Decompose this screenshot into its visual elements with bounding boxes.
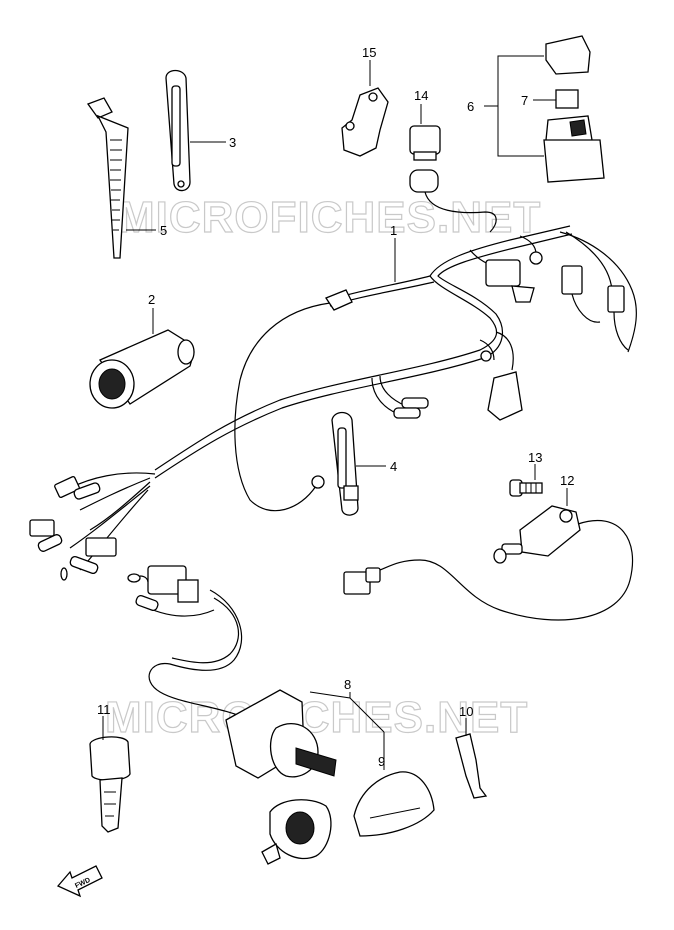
callout-6: 6 (467, 99, 474, 114)
callout-5: 5 (160, 223, 167, 238)
watermark-bottom: MICROFICHES.NET (105, 693, 528, 742)
part-6-relay[interactable] (543, 35, 605, 183)
callout-14: 14 (414, 88, 428, 103)
part-2-boot[interactable] (89, 329, 195, 409)
callout-15: 15 (362, 45, 376, 60)
part-3-strap[interactable] (165, 69, 191, 192)
part-11-key[interactable] (89, 736, 131, 833)
callout-11: 11 (97, 702, 111, 717)
part-15-bracket[interactable] (341, 87, 389, 157)
watermark-top: MICROFICHES.NET (118, 193, 541, 242)
part-14-connector[interactable] (409, 125, 497, 233)
callout-8: 8 (344, 677, 351, 692)
part-4-clamp[interactable] (331, 411, 359, 516)
callout-10: 10 (459, 704, 473, 719)
callout-1: 1 (390, 223, 397, 238)
fwd-arrow-icon: FWD (56, 865, 103, 898)
part-8-ignition-switch[interactable] (127, 565, 337, 865)
callout-7: 7 (521, 93, 528, 108)
part-12-switch[interactable] (343, 505, 634, 621)
part-10-plate[interactable] (455, 733, 488, 799)
callout-2: 2 (148, 292, 155, 307)
part-1-wiring-harness[interactable] (29, 225, 637, 581)
callout-12: 12 (560, 473, 574, 488)
callout-13: 13 (528, 450, 542, 465)
part-13-screw[interactable] (509, 479, 543, 497)
part-5-cable-tie[interactable] (86, 97, 129, 259)
part-9-cover[interactable] (353, 771, 435, 837)
callout-3: 3 (229, 135, 236, 150)
callout-4: 4 (390, 459, 397, 474)
callout-9: 9 (378, 754, 385, 769)
